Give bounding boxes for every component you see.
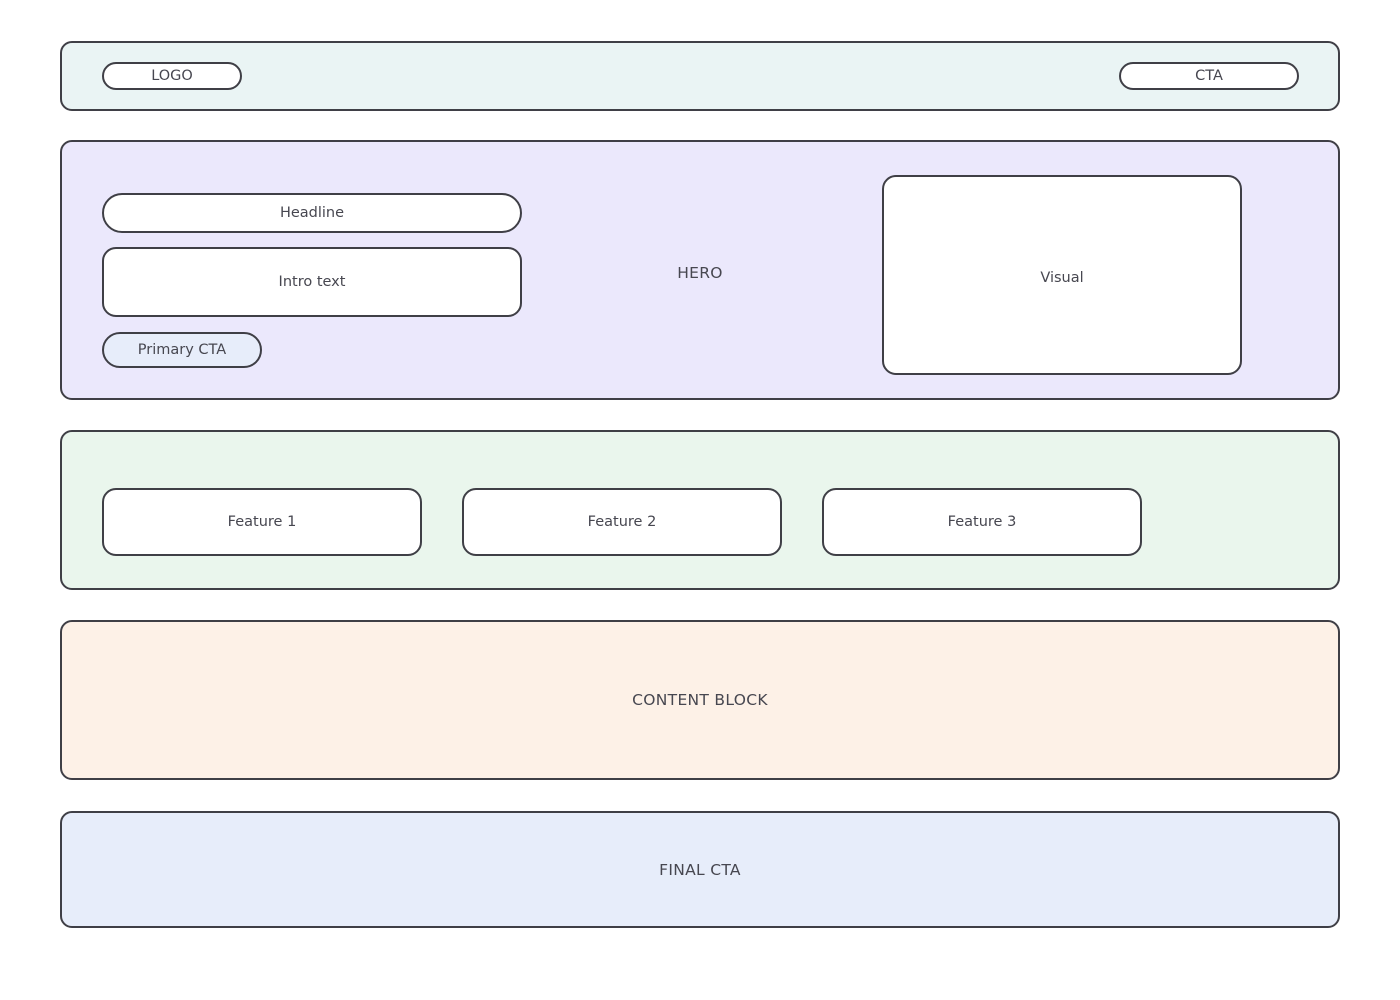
hero-visual-label: Visual	[1040, 270, 1084, 286]
content-block-label: CONTENT BLOCK	[632, 691, 768, 709]
feature-card-3-label: Feature 3	[947, 514, 1017, 530]
hero-visual-placeholder: Visual	[882, 175, 1242, 375]
features-row: Feature 1 Feature 2 Feature 3	[102, 488, 1142, 556]
feature-card-3[interactable]: Feature 3	[822, 488, 1142, 556]
feature-card-2[interactable]: Feature 2	[462, 488, 782, 556]
final-cta-section[interactable]: FINAL CTA	[60, 811, 1340, 928]
hero-primary-cta-button[interactable]: Primary CTA	[102, 332, 262, 368]
features-section: Feature 1 Feature 2 Feature 3	[60, 430, 1340, 590]
hero-section-label: HERO	[677, 264, 723, 282]
header-cta-label: CTA	[1195, 68, 1223, 84]
logo-label: LOGO	[151, 68, 193, 84]
hero-intro-placeholder: Intro text	[102, 247, 522, 317]
hero-copy-column: Headline Intro text Primary CTA	[102, 193, 522, 368]
hero-intro-label: Intro text	[278, 274, 346, 290]
hero-headline-placeholder: Headline	[102, 193, 522, 233]
feature-card-2-label: Feature 2	[587, 514, 657, 530]
feature-card-1-label: Feature 1	[227, 514, 297, 530]
content-block-section: CONTENT BLOCK	[60, 620, 1340, 780]
header-section: LOGO CTA	[60, 41, 1340, 111]
hero-headline-label: Headline	[279, 205, 345, 221]
header-cta-button[interactable]: CTA	[1119, 62, 1299, 90]
final-cta-label: FINAL CTA	[659, 860, 741, 879]
logo-button[interactable]: LOGO	[102, 62, 242, 90]
hero-primary-cta-label: Primary CTA	[137, 342, 227, 358]
feature-card-1[interactable]: Feature 1	[102, 488, 422, 556]
hero-section: HERO Headline Intro text Primary CTA Vis…	[60, 140, 1340, 400]
